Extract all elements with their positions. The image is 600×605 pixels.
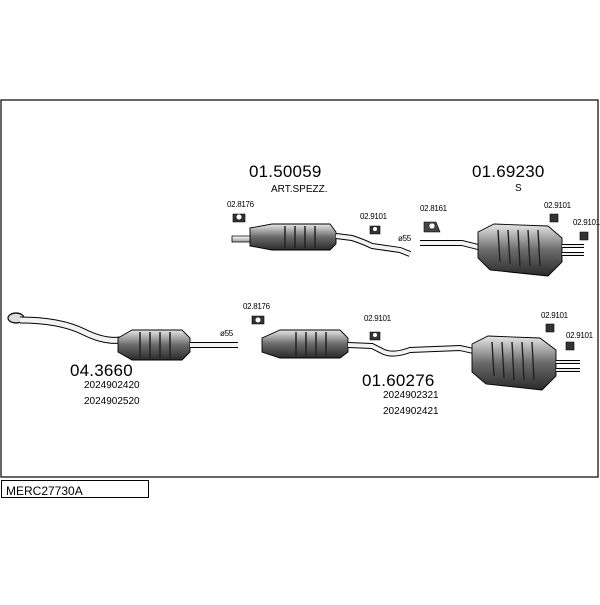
upper-clamp-b-label: 02.9101 [360,212,387,221]
lower-intermediate-pipe [347,342,479,357]
lower-part1-oem2: 2024902520 [84,396,140,407]
upper-clamp-b-icon [369,225,381,235]
lower-catalyst [117,329,191,361]
lower-part2-number: 01.60276 [362,371,435,390]
upper-clamp-d-icon [549,213,559,223]
lower-clamp-b-label: 02.9101 [364,314,391,323]
lower-part1-oem1: 2024902420 [84,380,140,391]
lower-rear-silencer [471,335,580,391]
lower-front-pipe [7,312,121,344]
upper-clamp-a-label: 02.8176 [227,200,254,209]
upper-rear-silencer [477,223,584,277]
lower-pipe-diameter: ø55 [220,329,233,338]
lower-part2-oem1: 2024902321 [383,390,439,401]
upper-part2-number: 01.69230 [472,162,545,181]
upper-clamp-d-label: 02.9101 [544,201,571,210]
lower-clamp-b-icon [369,331,381,341]
lower-clamp-d-icon [565,341,575,351]
lower-clamp-c-icon [545,323,555,333]
lower-clamp-c-label: 02.9101 [541,311,568,320]
upper-part1-note: ART.SPEZZ. [271,184,328,195]
upper-clamp-e-icon [579,231,589,241]
upper-rear-pipe [420,240,483,251]
diagram-border [0,99,599,478]
diagram-code-box: MERC27730A [1,480,149,498]
upper-part2-note: S [515,183,522,194]
upper-clamp-e-label: 02.9101 [573,218,600,227]
lower-clamp-a-icon [251,315,265,325]
upper-part1-number: 01.50059 [249,162,322,181]
lower-middle-silencer [261,329,349,359]
lower-clamp-a-label: 02.8176 [243,302,270,311]
upper-clamp-a-icon [232,213,246,223]
upper-pipe-diameter: ø55 [398,234,411,243]
upper-clamp-c-label: 02.8161 [420,204,447,213]
upper-clamp-c-icon [423,221,441,233]
lower-clamp-d-label: 02.9101 [566,331,593,340]
upper-intermediate-pipe [335,233,412,257]
lower-part1-number: 04.3660 [70,361,133,380]
upper-front-pipe [231,235,253,243]
lower-part2-oem2: 2024902421 [383,406,439,417]
diagram-code: MERC27730A [6,484,83,498]
upper-middle-silencer [249,223,337,251]
